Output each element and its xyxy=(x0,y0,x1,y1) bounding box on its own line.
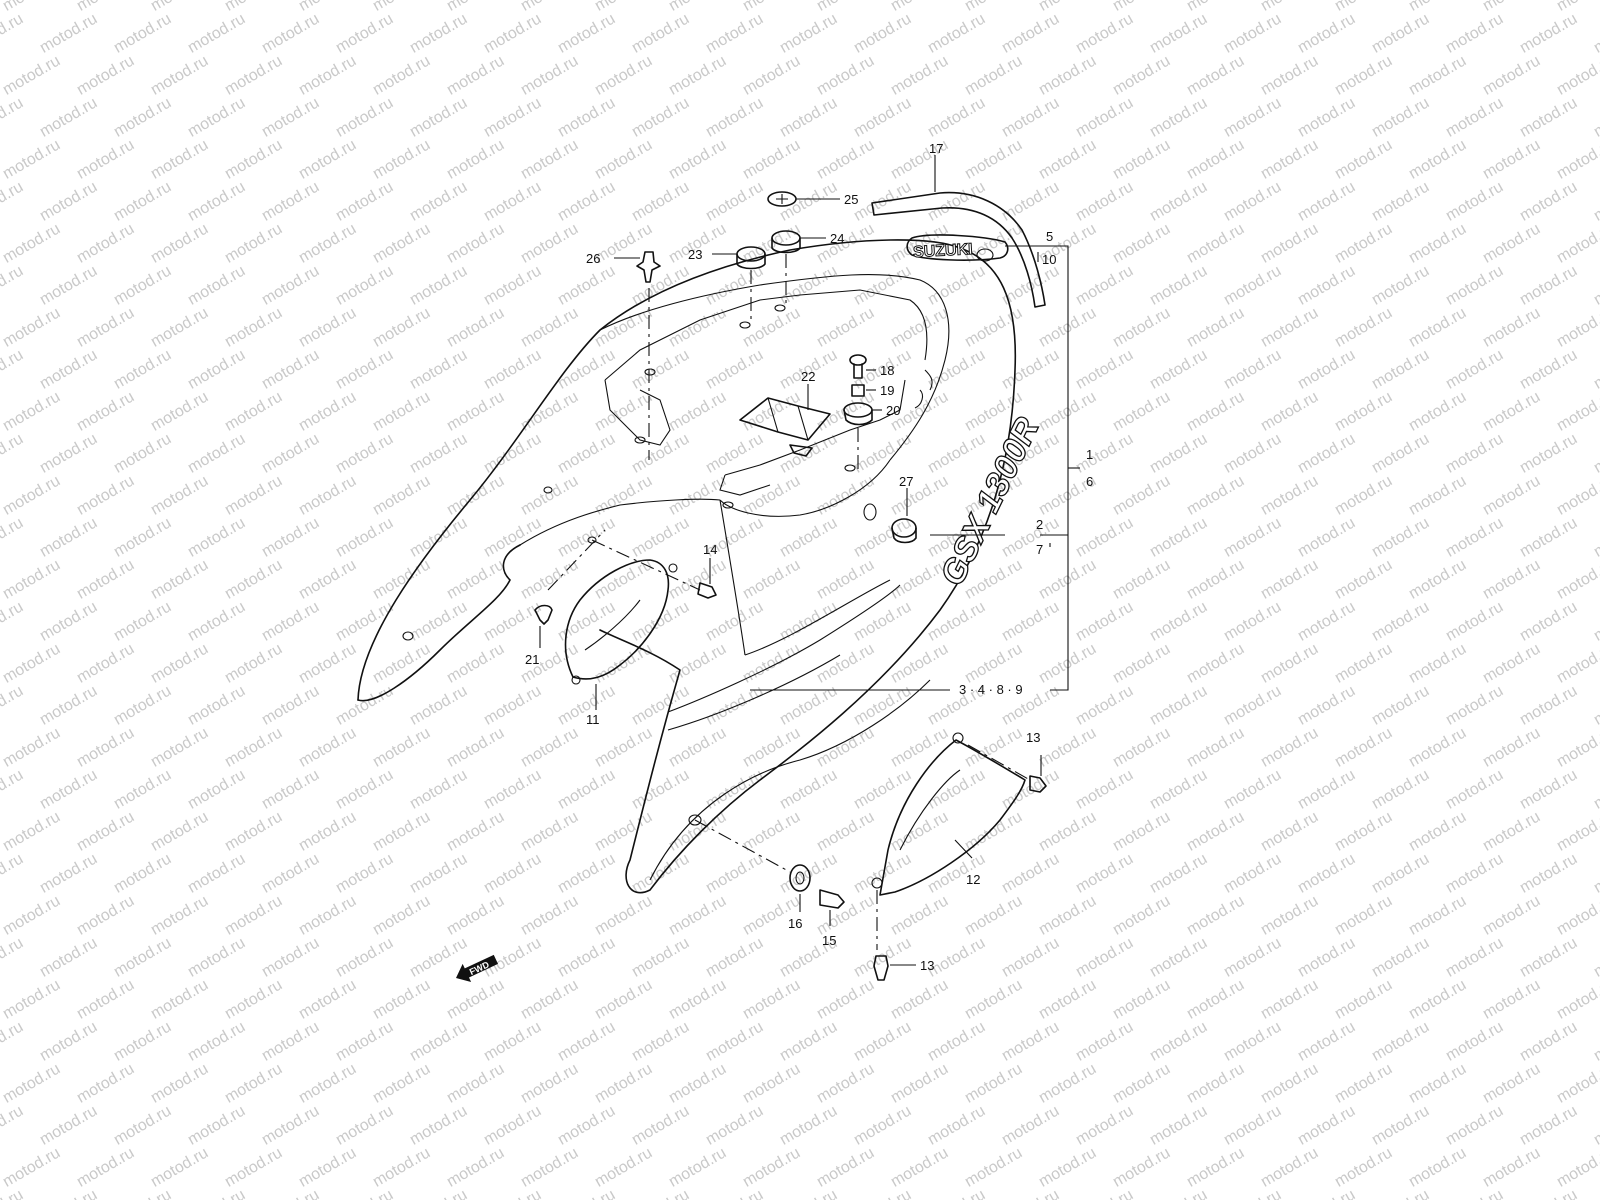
brand-emblem-text: SUZUKI xyxy=(913,241,973,261)
fastener-15-bolt xyxy=(819,889,845,909)
callout-25: 25 xyxy=(844,192,858,207)
fastener-16-grommet xyxy=(789,864,811,892)
fastener-27-grommet xyxy=(891,518,917,544)
callout-5: 5 xyxy=(1046,229,1053,244)
callout-18: 18 xyxy=(880,363,894,378)
callout-14: 14 xyxy=(703,542,717,557)
callout-15: 15 xyxy=(822,933,836,948)
callout-17: 17 xyxy=(929,141,943,156)
fastener-21-clip xyxy=(534,604,553,625)
callout-13-bottom: 13 xyxy=(920,958,934,973)
fastener-22-bracket xyxy=(739,397,831,457)
callout-19: 19 xyxy=(880,383,894,398)
callout-27: 27 xyxy=(899,474,913,489)
callout-21: 21 xyxy=(525,652,539,667)
part-12-panel xyxy=(879,739,1026,896)
callout-10: 10 xyxy=(1042,252,1056,267)
callout-11: 11 xyxy=(586,712,600,727)
callout-1: 1 xyxy=(1086,447,1093,462)
seat-tail-cover xyxy=(357,239,1017,894)
callout-22: 22 xyxy=(801,369,815,384)
callout-24: 24 xyxy=(830,231,844,246)
fastener-14-screw xyxy=(697,582,717,599)
fastener-26-clip xyxy=(636,251,661,283)
callout-23: 23 xyxy=(688,247,702,262)
callout-12: 12 xyxy=(966,872,980,887)
callout-26: 26 xyxy=(586,251,600,266)
assembly-lines xyxy=(547,254,1031,950)
callout-13-top: 13 xyxy=(1026,730,1040,745)
fastener-18-bolt xyxy=(849,354,867,379)
callout-16: 16 xyxy=(788,916,802,931)
model-emblem: GSX 1300R xyxy=(933,411,1047,591)
fastener-23-grommet xyxy=(736,246,766,270)
forward-direction-arrow: FWD xyxy=(456,954,498,982)
callout-20: 20 xyxy=(886,403,900,418)
part-11-cover xyxy=(564,559,670,680)
fastener-13-clip-top xyxy=(1029,775,1047,793)
fastener-13-clip-bottom xyxy=(873,955,889,981)
grab-bar xyxy=(871,191,1046,308)
callout-labels: 17 25 24 23 26 5 10 18 19 20 22 1 6 27 2… xyxy=(525,141,1093,973)
callout-3-4-8-9: 3 · 4 · 8 · 9 xyxy=(959,682,1023,697)
callout-7: 7 xyxy=(1036,542,1043,557)
fastener-25-cap xyxy=(767,191,797,207)
fastener-20-grommet xyxy=(843,402,873,426)
leader-lines xyxy=(539,155,1080,966)
callout-6: 6 xyxy=(1086,474,1093,489)
callout-2: 2 xyxy=(1036,517,1043,532)
brand-emblem: SUZUKI xyxy=(906,234,1009,262)
fastener-19-collar xyxy=(851,384,865,397)
